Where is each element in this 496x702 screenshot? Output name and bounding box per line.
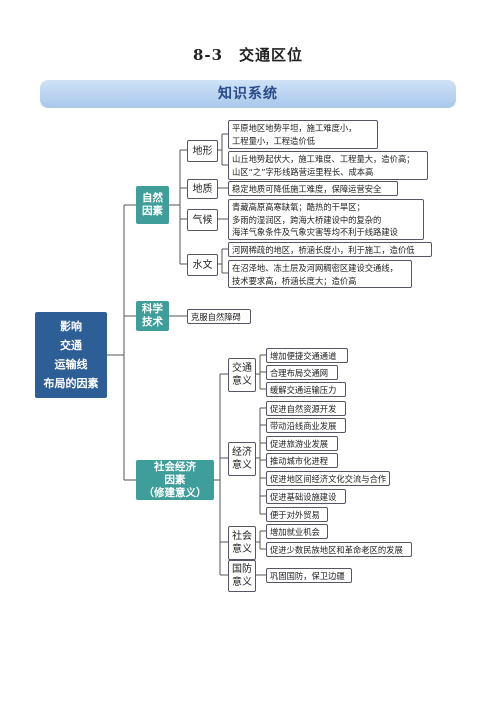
leaf-line: 在沼泽地、冻土层及河网稠密区建设交通线，: [232, 263, 398, 273]
leaf-defense: 巩固国防，保卫边疆: [266, 568, 352, 583]
sub-economic-line-1: 经济: [232, 447, 252, 458]
leaf-terrain-hill: 山丘地势起伏大，施工难度、工程量大，造价高； 山区“之”字形线路营运里程长、成本…: [228, 151, 428, 180]
sub-terrain: 地形: [187, 140, 218, 162]
leaf-hydrology-sparse: 河网稀疏的地区，桥涵长度小，利于施工，造价低: [228, 242, 432, 257]
sub-geology: 地质: [187, 179, 218, 199]
category-social-line-2: 因素: [164, 473, 186, 486]
sub-transport-line-1: 交通: [232, 363, 252, 374]
sub-society-line-2: 意义: [232, 544, 252, 555]
sub-hydrology-label: 水文: [192, 259, 213, 271]
sub-economic-line-2: 意义: [232, 460, 252, 471]
leaf-economic-7: 便于对外贸易: [266, 507, 328, 522]
category-tech: 科学 技术: [136, 301, 169, 331]
leaf-line: 推动城市化进程: [270, 456, 329, 466]
sub-defense-line-1: 国防: [232, 564, 252, 575]
leaf-line: 增加便捷交通通道: [270, 351, 337, 361]
leaf-terrain-plain: 平原地区地势平坦，施工难度小， 工程量小，工程造价低: [228, 120, 378, 149]
category-tech-line-1: 科学: [142, 303, 163, 315]
page-title: 8-3 交通区位: [192, 46, 304, 64]
leaf-line: 平原地区地势平坦，施工难度小，: [232, 123, 357, 133]
leaf-economic-3: 促进旅游业发展: [266, 436, 338, 451]
section-banner: 知识系统: [40, 80, 456, 108]
leaf-economic-4: 推动城市化进程: [266, 453, 338, 468]
root-line-4: 布局的因素: [43, 377, 99, 390]
category-natural: 自然 因素: [136, 186, 169, 224]
leaf-economic-5: 促进地区间经济文化交流与合作: [266, 471, 390, 486]
sub-society: 社会 意义: [228, 526, 256, 560]
leaf-line: 稳定地质可降低施工难度，保障运营安全: [232, 184, 382, 194]
sub-geology-label: 地质: [192, 183, 213, 195]
category-social: 社会经济 因素 （修建意义）: [136, 460, 214, 500]
leaf-climate: 青藏高原高寒缺氧；酷热的干旱区； 多雨的湿润区，跨海大桥建设中的复杂的 海洋气象…: [228, 199, 424, 240]
leaf-line: 便于对外贸易: [270, 510, 320, 520]
category-social-line-3: （修建意义）: [143, 486, 207, 499]
leaf-line: 促进少数民族地区和革命老区的发展: [270, 545, 403, 555]
leaf-line: 技术要求高，桥涵长度大；造价高: [232, 275, 357, 286]
leaf-line: 促进基础设施建设: [270, 492, 337, 502]
sub-hydrology: 水文: [187, 254, 218, 276]
leaf-line: 缓解交通运输压力: [270, 385, 337, 395]
leaf-transport-2: 合理布局交通网: [266, 365, 338, 380]
sub-terrain-label: 地形: [192, 145, 213, 157]
sub-transport: 交通 意义: [228, 358, 256, 392]
leaf-line: 海洋气象条件及气象灾害等均不利于线路建设: [232, 227, 398, 237]
leaf-hydrology-swamp: 在沼泽地、冻土层及河网稠密区建设交通线， 技术要求高，桥涵长度大；造价高: [228, 260, 412, 288]
root-line-1: 影响: [60, 320, 82, 333]
leaf-line: 合理布局交通网: [270, 368, 329, 378]
leaf-economic-6: 促进基础设施建设: [266, 489, 346, 504]
category-tech-line-2: 技术: [142, 316, 163, 328]
leaf-line: 多雨的湿润区，跨海大桥建设中的复杂的: [232, 214, 382, 225]
leaf-line: 促进地区间经济文化交流与合作: [270, 474, 387, 484]
leaf-line: 促进旅游业发展: [270, 439, 329, 449]
sub-society-line-1: 社会: [232, 531, 252, 542]
leaf-geology: 稳定地质可降低施工难度，保障运营安全: [228, 181, 398, 196]
leaf-line: 克服自然障碍: [191, 312, 241, 322]
category-social-line-1: 社会经济: [154, 460, 196, 473]
leaf-economic-2: 带动沿线商业发展: [266, 418, 346, 433]
leaf-line: 工程量小，工程造价低: [232, 135, 315, 146]
sub-climate-label: 气候: [192, 214, 213, 226]
leaf-tech: 克服自然障碍: [187, 309, 251, 324]
sub-economic: 经济 意义: [228, 442, 256, 476]
leaf-line: 促进自然资源开发: [270, 404, 337, 414]
root-line-2: 交通: [60, 339, 82, 352]
sub-defense-line-2: 意义: [232, 577, 252, 588]
leaf-transport-3: 缓解交通运输压力: [266, 382, 346, 397]
leaf-line: 山丘地势起伏大，施工难度、工程量大，造价高；: [232, 154, 415, 164]
root-line-3: 运输线: [54, 358, 88, 371]
leaf-line: 巩固国防，保卫边疆: [270, 571, 345, 581]
leaf-line: 青藏高原高寒缺氧；酷热的干旱区；: [232, 202, 365, 212]
leaf-line: 山区“之”字形线路营运里程长、成本高: [232, 166, 374, 177]
leaf-transport-1: 增加便捷交通通道: [266, 348, 348, 363]
sub-climate: 气候: [187, 209, 218, 231]
root-node: 影响 交通 运输线 布局的因素: [35, 312, 107, 398]
leaf-society-1: 增加就业机会: [266, 524, 328, 539]
leaf-line: 带动沿线商业发展: [270, 421, 337, 431]
sub-transport-line-2: 意义: [232, 376, 252, 387]
sub-defense: 国防 意义: [228, 560, 256, 592]
leaf-line: 增加就业机会: [270, 527, 320, 537]
category-natural-line-1: 自然: [142, 192, 163, 204]
leaf-society-2: 促进少数民族地区和革命老区的发展: [266, 542, 412, 557]
leaf-economic-1: 促进自然资源开发: [266, 401, 346, 416]
leaf-line: 河网稀疏的地区，桥涵长度小，利于施工，造价低: [232, 245, 415, 255]
category-natural-line-2: 因素: [142, 205, 163, 217]
